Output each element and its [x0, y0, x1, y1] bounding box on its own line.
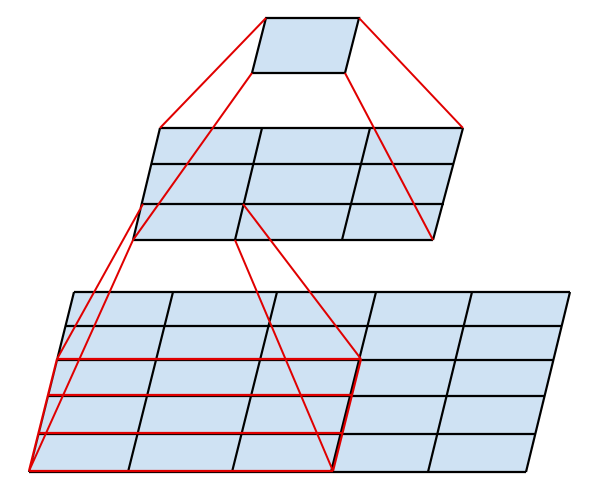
top-cell: [250, 16, 361, 75]
middle-map-fill: [133, 128, 463, 240]
middle-to-top-connectors: [132, 17, 464, 241]
middle-map-grid: [131, 126, 465, 242]
bottom-map-fill: [29, 292, 570, 472]
middle-feature-map: [131, 126, 465, 242]
bottom-feature-map: [27, 290, 572, 474]
top-feature-map: [250, 16, 361, 75]
bottom-to-middle-connectors: [28, 203, 362, 472]
